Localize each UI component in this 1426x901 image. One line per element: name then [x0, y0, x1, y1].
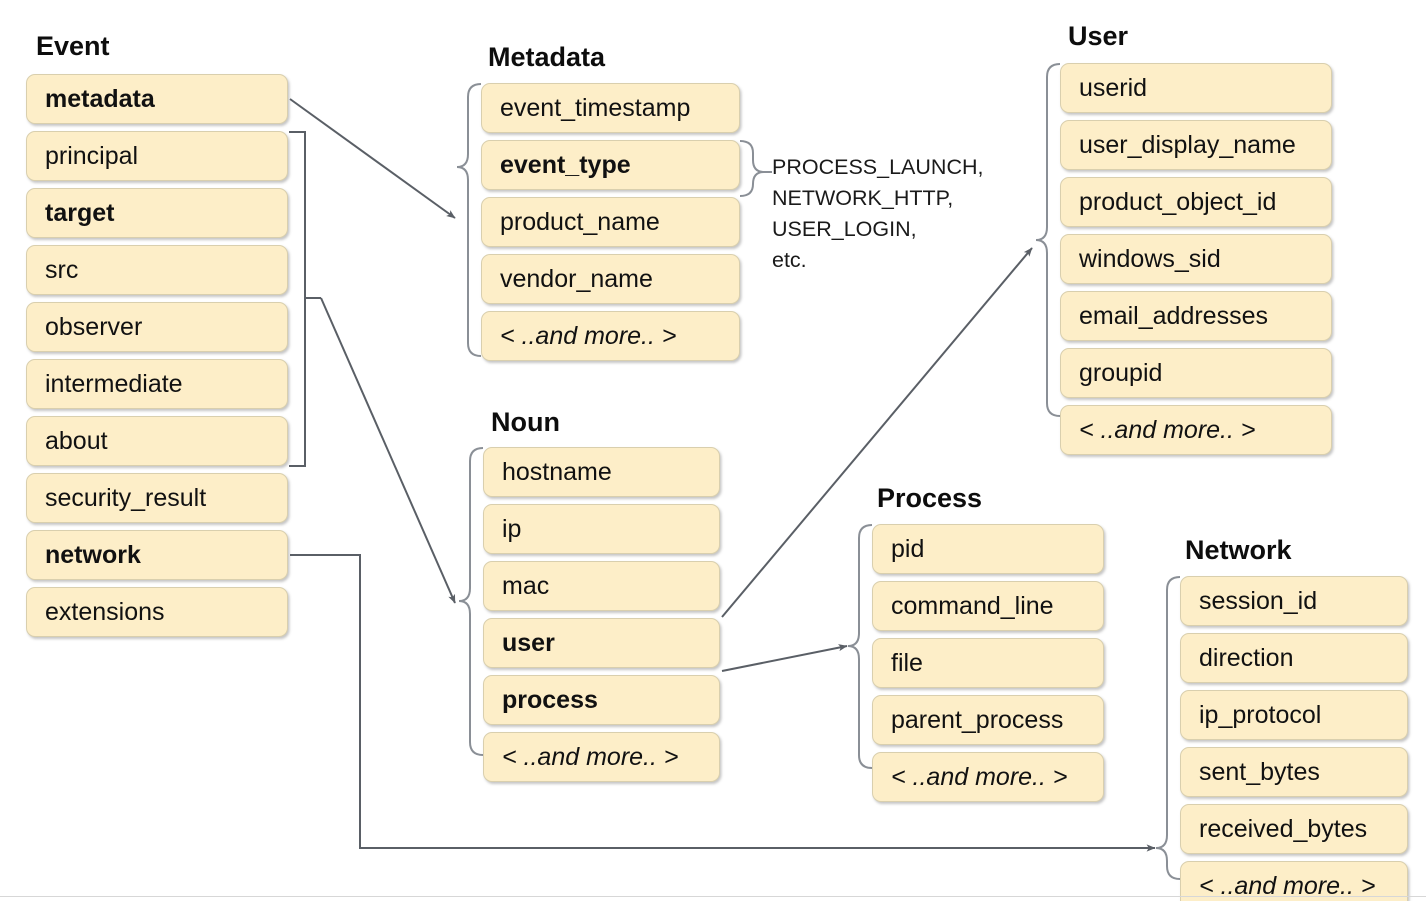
field-box-noun-5[interactable]: < ..and more.. > [483, 732, 720, 782]
wire-metadata-to-metadata [289, 98, 456, 219]
field-box-event-6[interactable]: about [26, 416, 288, 466]
field-box-metadata-4[interactable]: < ..and more.. > [481, 311, 740, 361]
group-title-network: Network [1185, 535, 1292, 565]
field-box-event-4[interactable]: observer [26, 302, 288, 352]
network-group-brace [1155, 576, 1181, 880]
field-box-process-1[interactable]: command_line [872, 581, 1104, 631]
event-subset-bracket [289, 131, 321, 467]
field-box-noun-1[interactable]: ip [483, 504, 720, 554]
field-box-metadata-1[interactable]: event_type [481, 140, 740, 190]
field-box-metadata-0[interactable]: event_timestamp [481, 83, 740, 133]
field-box-noun-0[interactable]: hostname [483, 447, 720, 497]
group-title-metadata: Metadata [488, 42, 606, 72]
field-box-user-5[interactable]: groupid [1060, 348, 1332, 398]
field-box-event-7[interactable]: security_result [26, 473, 288, 523]
group-title-process: Process [877, 483, 983, 513]
wire-noun-process-to-process [721, 644, 848, 672]
field-box-process-4[interactable]: < ..and more.. > [872, 752, 1104, 802]
field-box-process-0[interactable]: pid [872, 524, 1104, 574]
field-box-event-8[interactable]: network [26, 530, 288, 580]
field-box-event-0[interactable]: metadata [26, 74, 288, 124]
group-title-noun: Noun [491, 407, 560, 437]
field-box-user-3[interactable]: windows_sid [1060, 234, 1332, 284]
process-group-brace [847, 524, 873, 769]
group-title-event: Event [36, 31, 110, 61]
field-box-user-4[interactable]: email_addresses [1060, 291, 1332, 341]
field-box-metadata-2[interactable]: product_name [481, 197, 740, 247]
field-box-network-3[interactable]: sent_bytes [1180, 747, 1408, 797]
field-box-event-9[interactable]: extensions [26, 587, 288, 637]
noun-group-brace [458, 447, 484, 756]
field-box-network-4[interactable]: received_bytes [1180, 804, 1408, 854]
field-box-noun-4[interactable]: process [483, 675, 720, 725]
field-box-user-0[interactable]: userid [1060, 63, 1332, 113]
event-type-value-brace [739, 140, 772, 197]
user-group-brace [1035, 63, 1061, 417]
field-box-event-3[interactable]: src [26, 245, 288, 295]
field-box-network-2[interactable]: ip_protocol [1180, 690, 1408, 740]
field-box-user-1[interactable]: user_display_name [1060, 120, 1332, 170]
annotation-event-type-values: PROCESS_LAUNCH, NETWORK_HTTP, USER_LOGIN… [772, 155, 984, 272]
field-box-event-1[interactable]: principal [26, 131, 288, 181]
metadata-group-brace [456, 83, 482, 357]
field-box-process-2[interactable]: file [872, 638, 1104, 688]
bottom-divider [0, 896, 1426, 897]
field-box-noun-2[interactable]: mac [483, 561, 720, 611]
field-box-metadata-3[interactable]: vendor_name [481, 254, 740, 304]
field-box-network-1[interactable]: direction [1180, 633, 1408, 683]
field-box-network-0[interactable]: session_id [1180, 576, 1408, 626]
field-box-noun-3[interactable]: user [483, 618, 720, 668]
field-box-event-2[interactable]: target [26, 188, 288, 238]
field-box-event-5[interactable]: intermediate [26, 359, 288, 409]
field-box-network-5[interactable]: < ..and more.. > [1180, 861, 1408, 901]
field-box-user-2[interactable]: product_object_id [1060, 177, 1332, 227]
wire-event-nouns-to-noun [320, 297, 456, 604]
field-box-user-6[interactable]: < ..and more.. > [1060, 405, 1332, 455]
field-box-process-3[interactable]: parent_process [872, 695, 1104, 745]
group-title-user: User [1068, 21, 1129, 51]
